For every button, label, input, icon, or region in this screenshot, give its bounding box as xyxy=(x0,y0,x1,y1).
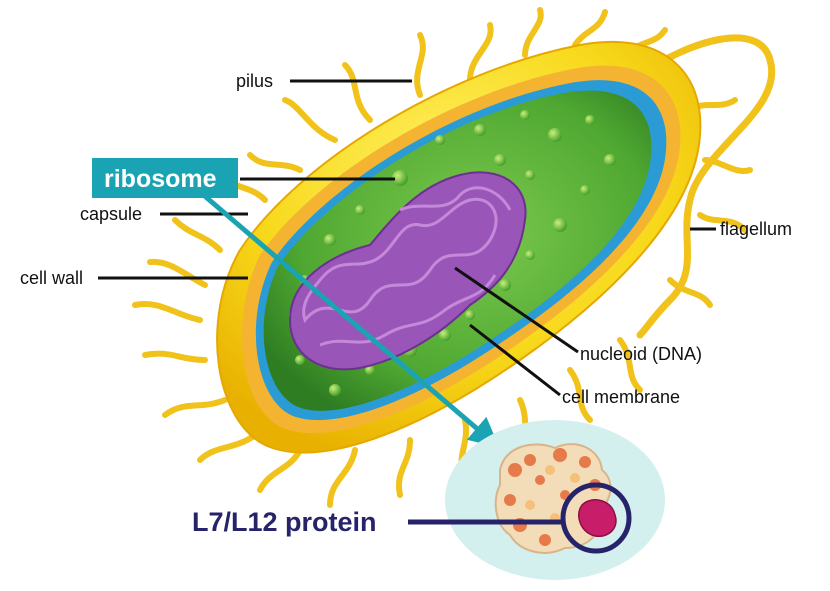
ribosome-structure-image xyxy=(494,443,617,554)
ribosome-badge xyxy=(92,158,238,198)
cell-membrane-label: cell membrane xyxy=(562,387,680,407)
pilus-label: pilus xyxy=(236,71,273,91)
ribosome-dots xyxy=(289,110,616,396)
flagellum-label: flagellum xyxy=(720,219,792,239)
zoom-arrow xyxy=(198,190,500,448)
nucleoid-leader xyxy=(454,266,579,354)
capsule-label: capsule xyxy=(80,204,142,224)
protein-label: L7/L12 protein xyxy=(192,507,377,537)
cell-membrane-leader xyxy=(469,323,561,397)
protein-highlight-circle xyxy=(560,482,632,554)
nucleoid-label: nucleoid (DNA) xyxy=(580,344,702,364)
cell-wall-label: cell wall xyxy=(20,268,83,288)
ribosome-label: ribosome xyxy=(104,165,217,193)
